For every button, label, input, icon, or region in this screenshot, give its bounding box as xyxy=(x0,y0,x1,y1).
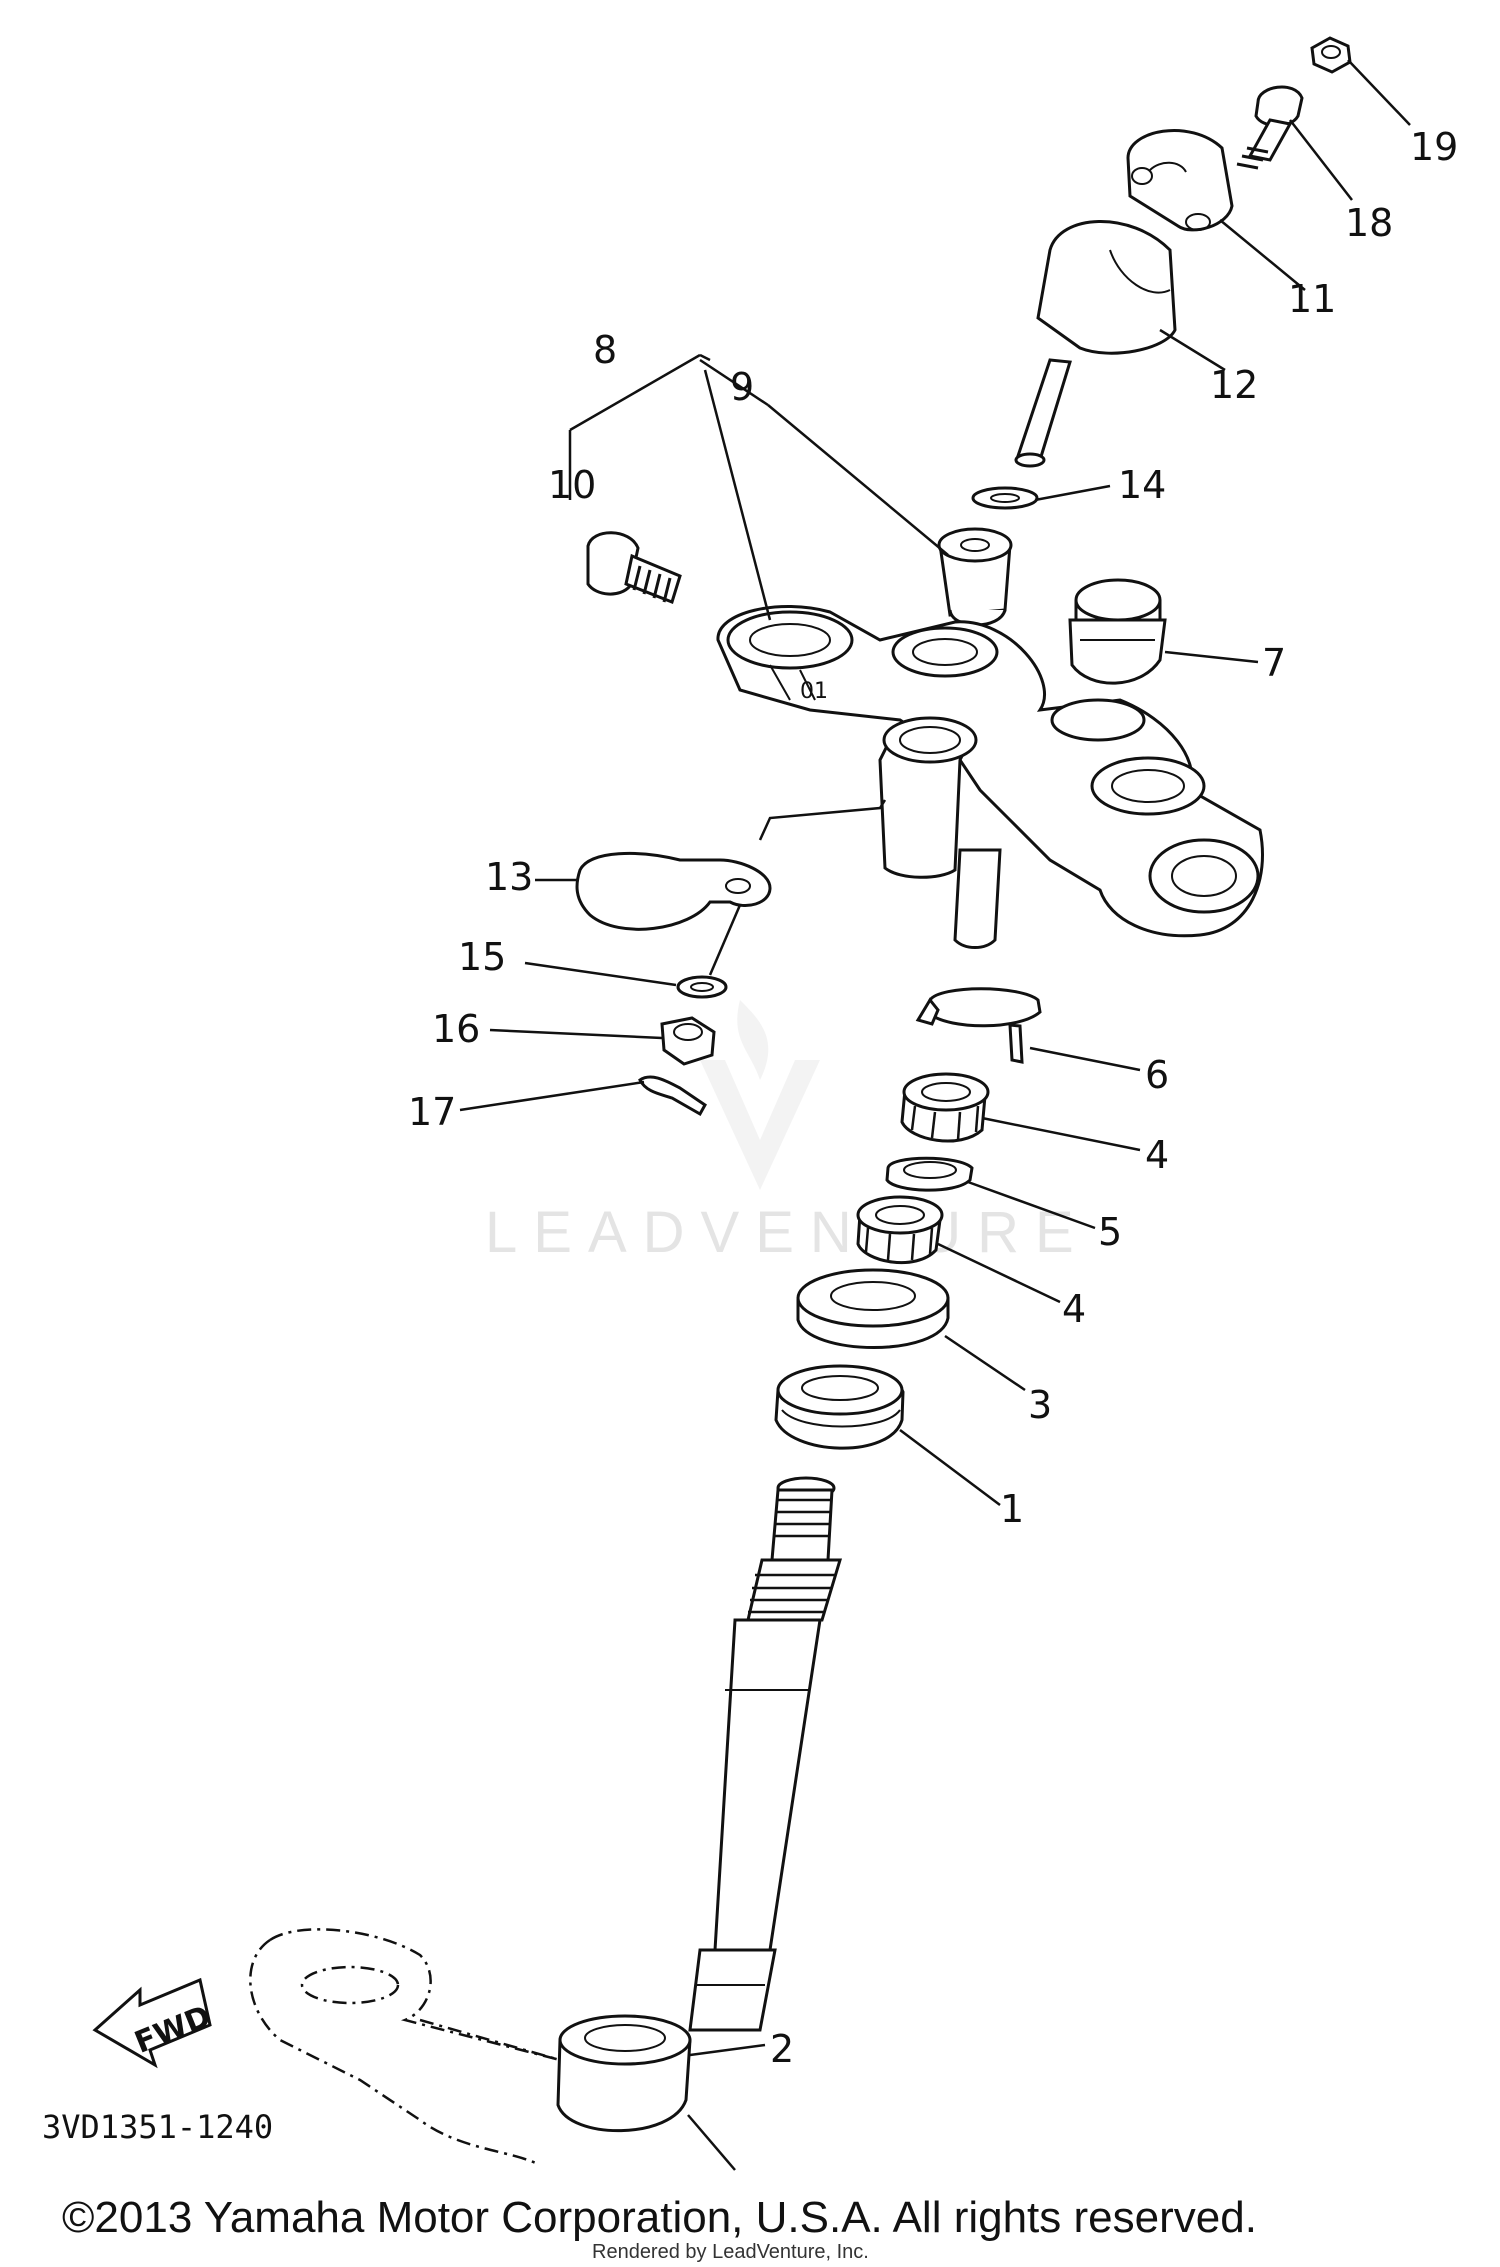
part-7-nut xyxy=(1068,578,1167,685)
part-6-lockwasher xyxy=(915,987,1042,1064)
callout-19: 19 xyxy=(1410,125,1458,169)
diagram-code: 3VD1351-1240 xyxy=(42,2108,273,2146)
part-18-bolt xyxy=(1236,85,1304,170)
part-2-bearing xyxy=(556,2014,692,2133)
callout-3: 3 xyxy=(1028,1383,1052,1427)
part-15-washer xyxy=(676,975,728,999)
part-4-ringnut-upper xyxy=(900,1072,990,1143)
callout-14: 14 xyxy=(1118,463,1166,507)
callout-16: 16 xyxy=(432,1007,480,1051)
callout-10: 10 xyxy=(548,463,596,507)
steering-stem xyxy=(688,1476,843,2032)
part-1-bearing xyxy=(774,1364,905,1450)
callout-6: 6 xyxy=(1145,1053,1169,1097)
callout-17: 17 xyxy=(408,1090,456,1134)
part-10-bolt xyxy=(586,531,682,604)
upper-bracket: 01 xyxy=(716,605,1264,949)
callout-8: 8 xyxy=(593,328,617,372)
part-17-pin xyxy=(638,1075,707,1117)
callout-12: 12 xyxy=(1210,363,1258,407)
rendered-by-notice: Rendered by LeadVenture, Inc. xyxy=(592,2241,869,2263)
callout-4a: 4 xyxy=(1145,1133,1169,1177)
lower-bracket xyxy=(249,1928,561,2167)
callout-9: 9 xyxy=(730,365,754,409)
svg-text:01: 01 xyxy=(800,679,828,704)
callout-4b: 4 xyxy=(1062,1287,1086,1331)
callout-18: 18 xyxy=(1345,201,1393,245)
fwd-arrow-icon: FWD xyxy=(92,1977,216,2069)
part-5-washer xyxy=(885,1156,974,1192)
part-19-cap xyxy=(1310,36,1352,74)
part-13-plate xyxy=(575,852,772,931)
callout-1: 1 xyxy=(1000,1487,1024,1531)
callout-15: 15 xyxy=(458,935,506,979)
watermark-text: LEADVENTURE xyxy=(485,1200,1090,1265)
callout-13: 13 xyxy=(485,855,533,899)
callout-2: 2 xyxy=(770,2027,794,2071)
part-14-washer xyxy=(971,486,1039,510)
part-12-holder xyxy=(1014,220,1177,468)
part-9-collar xyxy=(937,527,1013,627)
part-3-seal xyxy=(796,1268,950,1349)
callout-11: 11 xyxy=(1288,277,1336,321)
part-11-clamp xyxy=(1126,128,1234,232)
callout-7: 7 xyxy=(1262,641,1286,685)
watermark-logo xyxy=(700,1000,820,1190)
copyright-notice: ©2013 Yamaha Motor Corporation, U.S.A. A… xyxy=(62,2193,1257,2242)
part-16-nut xyxy=(660,1016,716,1066)
callout-5: 5 xyxy=(1098,1210,1122,1254)
part-4-ringnut-lower xyxy=(856,1195,944,1264)
